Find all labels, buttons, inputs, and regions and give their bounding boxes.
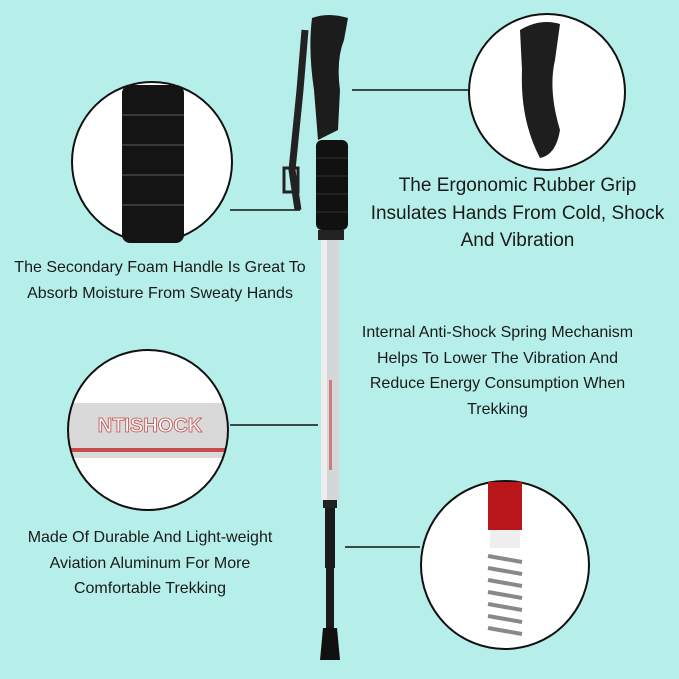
spring-caption: Internal Anti-Shock Spring Mechanism Hel… — [361, 324, 634, 418]
grip-zoom-circle — [468, 13, 626, 171]
foam-zoom-circle — [71, 81, 233, 243]
foam-caption: The Secondary Foam Handle Is Great To Ab… — [14, 259, 306, 302]
connector-lines — [230, 89, 470, 548]
aluminum-caption: Made Of Durable And Light-weight Aviatio… — [27, 529, 273, 598]
spring-zoom-circle — [420, 480, 590, 650]
antishock-label: NTISHOCK — [98, 415, 203, 437]
aluminum-zoom-circle: NTISHOCK — [67, 349, 229, 511]
trekking-pole — [282, 15, 348, 660]
grip-caption: The Ergonomic Rubber Grip Insulates Hand… — [370, 175, 665, 252]
